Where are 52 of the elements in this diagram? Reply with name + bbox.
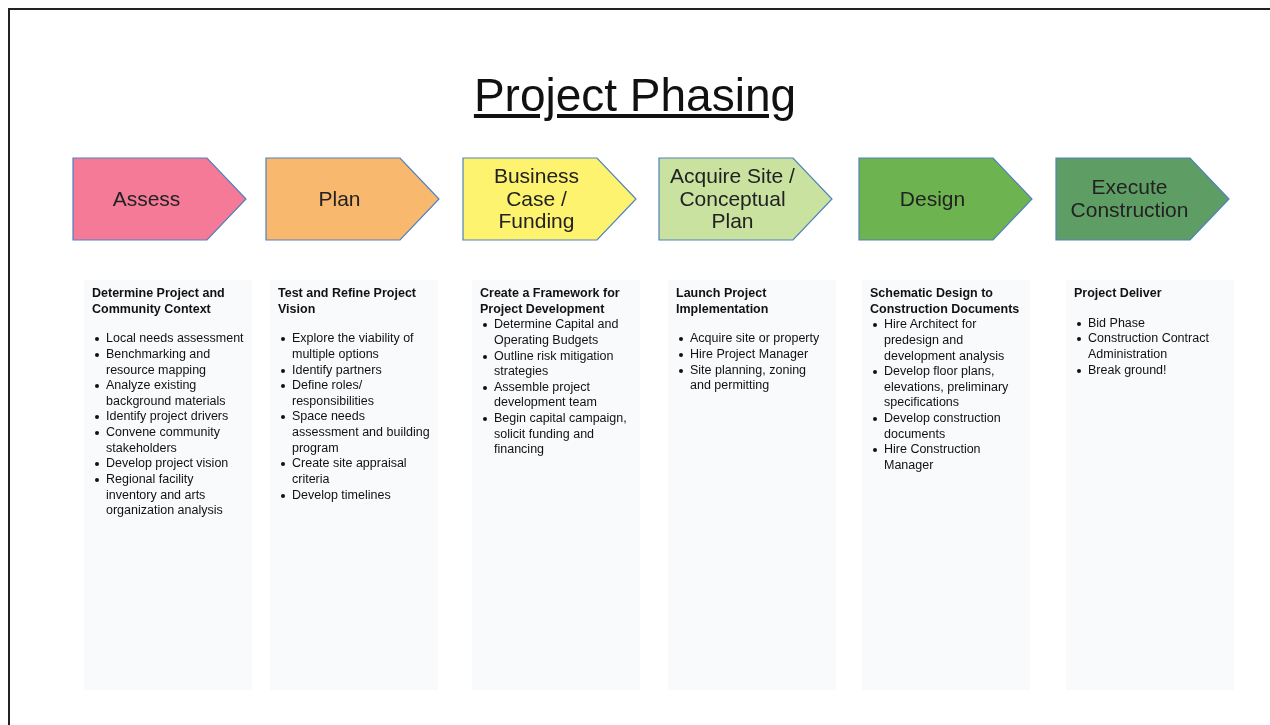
chevron-shape xyxy=(265,157,440,241)
phase-column xyxy=(862,280,1030,690)
bullet-item: Define roles/ responsibilities xyxy=(292,378,374,408)
bullet-item: Explore the viability of multiple options xyxy=(292,331,414,361)
chevron-shape xyxy=(1055,157,1230,241)
bullet-item: Construction Contract Administration xyxy=(1088,331,1209,361)
bullet-item: Convene community stakeholders xyxy=(106,425,220,455)
chevron-shape xyxy=(858,157,1033,241)
bullet-item: Break ground! xyxy=(1088,362,1167,377)
phase-column xyxy=(270,280,438,690)
bullet-item: Hire Construction Manager xyxy=(884,442,981,472)
phase-label: Design xyxy=(898,187,967,211)
bullet-item: Assemble project development team xyxy=(494,379,597,410)
bullet-item: Identify partners xyxy=(292,362,382,377)
bullet-item: Acquire site or property xyxy=(690,331,820,346)
bullet-item: Develop timelines xyxy=(292,487,391,502)
phase-label: Business Case / Funding xyxy=(492,165,581,233)
bullet-item: Determine Capital and Operating Budgets xyxy=(494,317,619,347)
phase-label: Execute Construction xyxy=(1069,176,1190,222)
phase-label: Plan xyxy=(317,187,362,211)
bullet-item: Outline risk mitigation strategies xyxy=(494,348,614,379)
bullet-item: Hire Architect for predesign and development analysis xyxy=(884,317,1005,363)
title: Project Phasing xyxy=(473,69,797,121)
phase-column xyxy=(668,280,836,690)
phase-label: Acquire Site / Conceptual Plan xyxy=(669,165,796,233)
bullet-item: Space needs assessment and building program xyxy=(292,409,430,455)
bullet-item: Create site appraisal criteria xyxy=(292,456,407,486)
bullet-item: Hire Project Manager xyxy=(690,346,809,361)
bullet-item: Identify project drivers xyxy=(106,409,229,424)
bullet-item: Begin capital campaign, solicit funding and financing xyxy=(494,411,627,457)
bullet-item: Develop construction documents xyxy=(884,411,1001,441)
bullet-item: Local needs assessment xyxy=(106,331,244,346)
bullet-item: Analyze existing background materials xyxy=(106,378,226,408)
bullet-item: Bid Phase xyxy=(1088,315,1145,330)
column-heading: Launch Project Implementation xyxy=(676,286,770,318)
bullet-item: Develop floor plans, elevations, preliminary specifications xyxy=(884,364,1009,410)
phase-column xyxy=(84,280,252,690)
column-heading: Create a Framework for Project Development xyxy=(480,286,621,318)
column-heading: Schematic Design to Construction Documents xyxy=(870,286,1021,318)
column-heading: Determine Project and Community Context xyxy=(92,286,226,318)
chevron-shape xyxy=(462,157,637,241)
chevron-shape xyxy=(72,157,247,241)
bullet-item: Regional facility inventory and arts organization analysis xyxy=(106,471,223,518)
bullet-item: Benchmarking and resource mapping xyxy=(106,346,211,377)
column-heading: Test and Refine Project Vision xyxy=(278,286,417,318)
phase-column xyxy=(472,280,640,690)
bullet-item: Develop project vision xyxy=(106,456,229,471)
phase-label: Assess xyxy=(111,187,182,211)
chevron-shape xyxy=(658,157,833,241)
bullet-item: Site planning, zoning and permitting xyxy=(690,362,807,393)
phase-column xyxy=(1066,280,1234,690)
column-heading: Project Deliver xyxy=(1074,286,1163,302)
